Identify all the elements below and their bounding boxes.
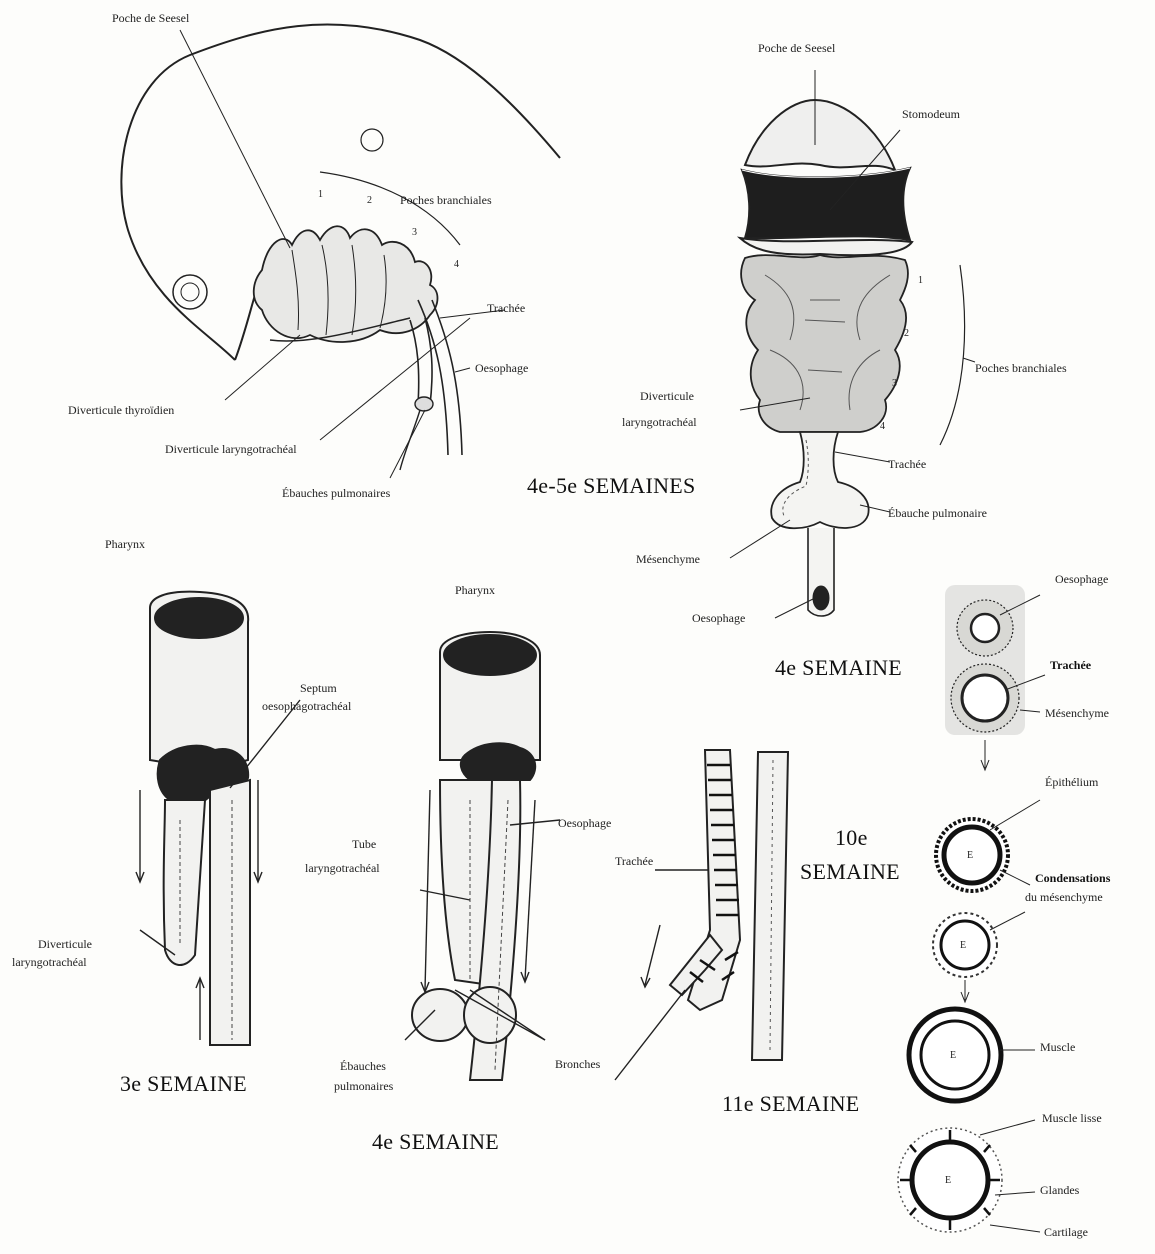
label-b-diverticule-1: Diverticule [640, 390, 694, 403]
label-d-oesophage: Oesophage [558, 817, 611, 830]
label-c-diverticule-1: Diverticule [38, 938, 92, 951]
pharynx-lumen-c [155, 598, 243, 638]
label-b-num-2: 2 [904, 327, 909, 340]
label-b-mesenchyme: Mésenchyme [636, 553, 700, 566]
label-d-bronches: Bronches [555, 1058, 600, 1071]
diverticulum-c [164, 800, 205, 965]
label-c-diverticule-2: laryngotrachéal [12, 956, 87, 969]
label-b-num-4: 4 [880, 420, 885, 433]
label-d-tube-1: Tube [352, 838, 376, 851]
label-b-poches-branchiales: Poches branchiales [975, 362, 1067, 375]
label-f-condensations-2: du mésenchyme [1025, 891, 1103, 904]
panel-e-week11 [615, 750, 788, 1080]
label-b-ebauche-pulmonaire: Ébauche pulmonaire [888, 507, 987, 520]
pharynx-lumen-d [444, 635, 536, 675]
label-a-num-1: 1 [318, 188, 323, 201]
label-a-num-2: 2 [367, 194, 372, 207]
label-d-ebauches-2: pulmonaires [334, 1080, 393, 1093]
label-a-num-3: 3 [412, 226, 417, 239]
marker-e-1: E [967, 849, 973, 862]
stage-4e-semaine-d: 4e SEMAINE [372, 1130, 499, 1154]
panel-d-week4 [405, 632, 560, 1080]
marker-e-4: E [945, 1174, 951, 1187]
label-c-pharynx: Pharynx [105, 538, 145, 551]
label-c-septum-2: oesophagotrachéal [262, 700, 351, 713]
stage-4e-semaine-f: 4e SEMAINE [775, 656, 902, 680]
panel-b-pharynx-frontal [730, 70, 975, 618]
label-f-muscle: Muscle [1040, 1041, 1075, 1054]
label-f-epithelium: Épithélium [1045, 776, 1098, 789]
stage-3e-semaine: 3e SEMAINE [120, 1072, 247, 1096]
oesophagus-c [210, 780, 250, 1045]
embryo-eye [173, 275, 207, 309]
label-f-trachee: Trachée [1050, 659, 1091, 672]
label-f-condensations-1: Condensations [1035, 872, 1110, 885]
stomodeum [742, 168, 910, 240]
label-f-oesophage: Oesophage [1055, 573, 1108, 586]
label-e-trachee: Trachée [615, 855, 653, 868]
otic-vesicle [361, 129, 383, 151]
label-a-num-4: 4 [454, 258, 459, 271]
seesel-cap [745, 100, 895, 170]
stage-10e: 10e [835, 826, 868, 850]
label-a-poches-branchiales: Poches branchiales [400, 194, 492, 207]
stage-4e-5e-semaines: 4e-5e SEMAINES [527, 474, 696, 498]
label-f-mesenchyme: Mésenchyme [1045, 707, 1109, 720]
label-c-septum-1: Septum [300, 682, 337, 695]
pharyngeal-pouches [254, 226, 438, 342]
label-b-stomodeum: Stomodeum [902, 108, 960, 121]
label-a-poche-seesel: Poche de Seesel [112, 12, 189, 25]
label-f-glandes: Glandes [1040, 1184, 1079, 1197]
label-b-trachee: Trachée [888, 458, 926, 471]
stage-11e-semaine: 11e SEMAINE [722, 1092, 860, 1116]
panel-f-cross-sections [898, 585, 1045, 1232]
label-f-muscle-lisse: Muscle lisse [1042, 1112, 1102, 1125]
label-a-diverticule-laryngotracheal: Diverticule laryngotrachéal [165, 443, 297, 456]
lung-bud [771, 432, 868, 528]
label-b-num-3: 3 [892, 377, 897, 390]
label-d-ebauches-1: Ébauches [340, 1060, 386, 1073]
trachea-tube-a [410, 320, 419, 405]
label-d-tube-2: laryngotrachéal [305, 862, 380, 875]
panel-a-embryo-head [121, 24, 560, 478]
label-d-pharynx: Pharynx [455, 584, 495, 597]
label-a-ebauches-pulmonaires: Ébauches pulmonaires [282, 487, 390, 500]
label-f-cartilage: Cartilage [1044, 1226, 1088, 1239]
lung-bud-left-d [412, 989, 468, 1041]
panel-c-week3 [136, 592, 300, 1045]
label-b-num-1: 1 [918, 274, 923, 287]
label-a-diverticule-thyroidien: Diverticule thyroïdien [68, 404, 174, 417]
label-b-diverticule-2: laryngotrachéal [622, 416, 697, 429]
stage-10e-semaine: SEMAINE [800, 860, 900, 884]
label-b-oesophage: Oesophage [692, 612, 745, 625]
label-b-poche-seesel: Poche de Seesel [758, 42, 835, 55]
marker-e-3: E [950, 1049, 956, 1062]
label-a-oesophage: Oesophage [475, 362, 528, 375]
label-a-trachee: Trachée [487, 302, 525, 315]
marker-e-2: E [960, 939, 966, 952]
